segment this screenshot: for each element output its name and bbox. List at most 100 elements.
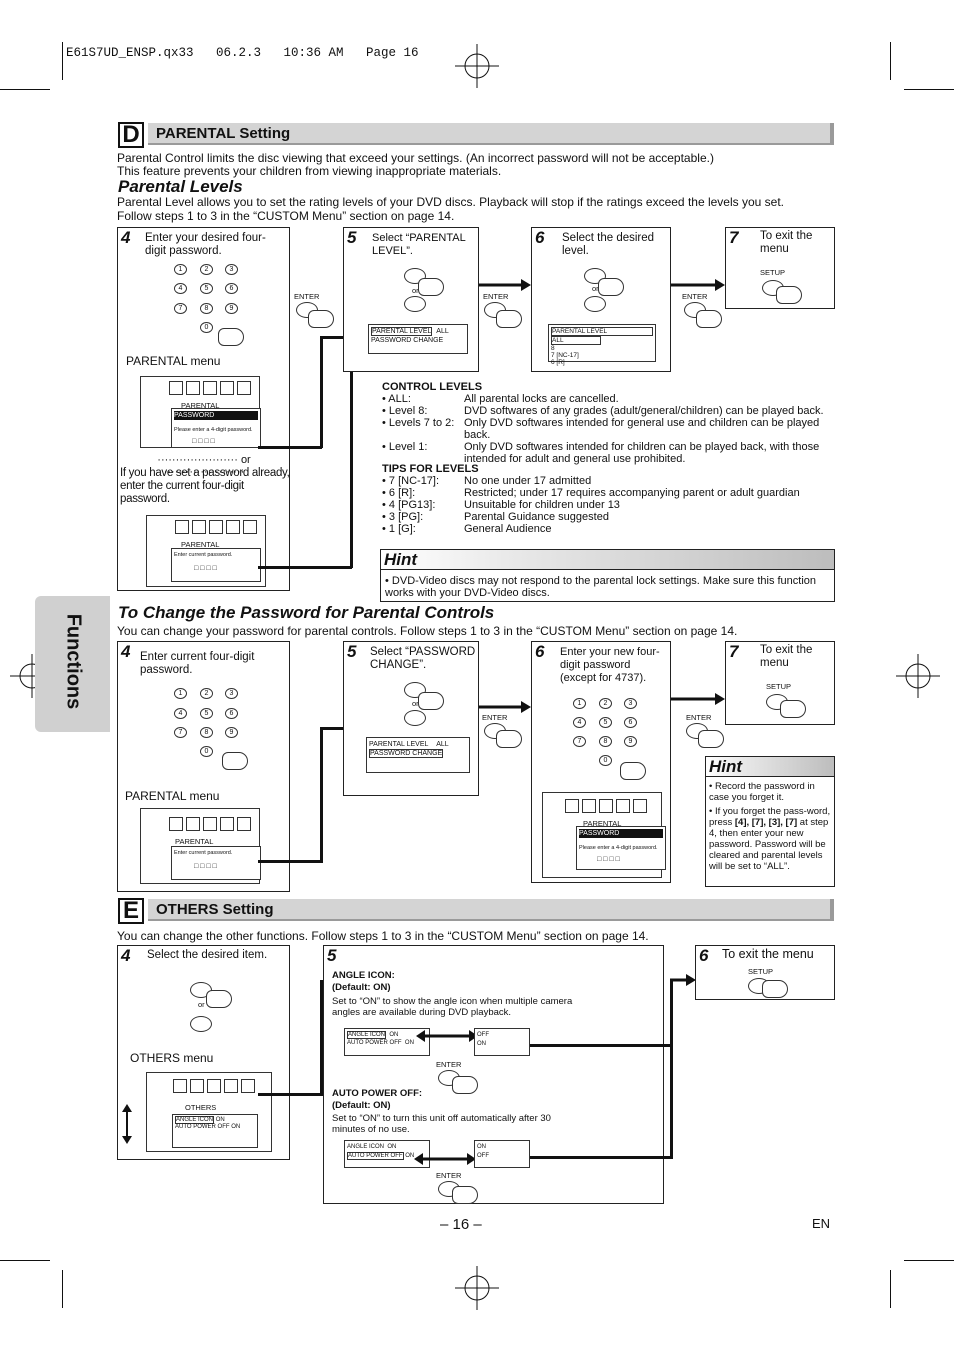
subheading-change-password: To Change the Password for Parental Cont… (118, 603, 495, 622)
key-2[interactable]: 2 (599, 698, 612, 709)
hand-icon (598, 278, 624, 296)
or-label: or (412, 699, 419, 708)
key-0[interactable]: 0 (200, 322, 213, 333)
connector-line (320, 727, 346, 730)
key-6[interactable]: 6 (225, 283, 238, 294)
menu-icon (186, 817, 200, 831)
subheading-parental-levels: Parental Levels (118, 177, 243, 196)
key-1[interactable]: 1 (573, 698, 586, 709)
osd-password: PASSWORD Please enter a 4-digit password… (576, 826, 666, 870)
key-7[interactable]: 7 (174, 727, 187, 738)
key-2[interactable]: 2 (200, 688, 213, 699)
connector-line (320, 727, 323, 863)
menu-icon (192, 520, 206, 534)
up-button[interactable] (584, 268, 606, 284)
control-level-key: • Level 1: (382, 441, 428, 453)
hand-icon (452, 1186, 478, 1204)
key-7[interactable]: 7 (174, 303, 187, 314)
menu-icon (226, 520, 240, 534)
key-3[interactable]: 3 (624, 698, 637, 709)
step-box: 7 To exit the menu SETUP (725, 227, 835, 309)
crop-mark (62, 42, 63, 80)
key-8[interactable]: 8 (599, 736, 612, 747)
language-code: EN (812, 1216, 831, 1231)
osd-parental: PARENTAL (175, 837, 214, 846)
key-3[interactable]: 3 (225, 264, 238, 275)
key-5[interactable]: 5 (200, 283, 213, 294)
menu-icon (241, 1079, 255, 1093)
key-1[interactable]: 1 (174, 264, 187, 275)
key-9[interactable]: 9 (225, 303, 238, 314)
down-button[interactable] (584, 296, 606, 312)
hint-bullet-text: at step 4, then enter your new password.… (709, 817, 829, 872)
tip-key: • 4 [PG13]: (382, 499, 436, 511)
step-number: 5 (347, 228, 357, 247)
key-7[interactable]: 7 (573, 736, 586, 747)
hand-icon (496, 730, 522, 748)
up-button[interactable] (404, 682, 426, 698)
key-6[interactable]: 6 (225, 708, 238, 719)
step-box: 5 ANGLE ICON: (Default: ON) Set to “ON” … (323, 945, 664, 1204)
key-0[interactable]: 0 (200, 746, 213, 757)
down-button[interactable] (190, 1016, 212, 1032)
menu-label: PARENTAL menu (126, 354, 221, 368)
crop-mark (890, 42, 891, 80)
key-0[interactable]: 0 (599, 755, 612, 766)
key-4[interactable]: 4 (174, 283, 187, 294)
or-divider: ······················ or ··············… (157, 454, 251, 478)
osd-please: Please enter a 4-digit password. (579, 845, 658, 851)
step-number: 6 (535, 642, 545, 661)
step-box: 7 To exit the menu SETUP (725, 641, 835, 725)
control-level-key: • ALL: (382, 393, 411, 405)
hand-icon (780, 700, 806, 718)
osd-on: ON (387, 1144, 397, 1150)
step-caption: Select “PARENTAL LEVEL”. (372, 232, 466, 257)
osd-dots: □ □ □ □ (194, 565, 217, 572)
section-letter-e: E (118, 898, 144, 924)
paragraph: You can change the other functions. Foll… (117, 929, 649, 943)
down-button[interactable] (404, 296, 426, 312)
osd-level-list: PARENTAL LEVEL ALL 8 7 [NC-17] 6 [R] (548, 324, 656, 366)
tip-value: Parental Guidance suggested (464, 511, 609, 523)
osd-parental: PARENTAL (181, 401, 220, 410)
hand-icon (696, 310, 722, 328)
osd-please: Please enter a 4-digit password. (174, 427, 253, 433)
key-9[interactable]: 9 (624, 736, 637, 747)
key-8[interactable]: 8 (200, 303, 213, 314)
osd-off: OFF (477, 1153, 489, 1159)
file-header: E61S7UD_ENSP.qx33 06.2.3 10:36 AM Page 1… (66, 46, 419, 60)
enter-label: ENTER (682, 292, 708, 301)
menu-icon (633, 799, 647, 813)
osd-all: ALL (436, 328, 449, 335)
up-button[interactable] (404, 268, 426, 284)
enter-label: ENTER (483, 292, 509, 301)
control-levels-title: CONTROL LEVELS (382, 381, 483, 393)
key-1[interactable]: 1 (174, 688, 187, 699)
osd-on: ON (389, 1032, 399, 1038)
osd-password-title: PASSWORD (579, 829, 663, 838)
registration-mark-icon (896, 654, 940, 698)
osd-all: ALL (436, 741, 449, 748)
osd-on: ON (231, 1124, 241, 1130)
or-label: or (592, 284, 599, 293)
key-3[interactable]: 3 (225, 688, 238, 699)
hint-box: Hint • DVD-Video discs may not respond t… (380, 549, 835, 602)
key-8[interactable]: 8 (200, 727, 213, 738)
osd-level-item: 8 (551, 345, 555, 352)
step-box: 5 Select “PASSWORD CHANGE”. or PARENTAL … (343, 641, 479, 796)
menu-icon (190, 1079, 204, 1093)
key-4[interactable]: 4 (174, 708, 187, 719)
osd-auto-power-off: AUTO POWER OFF (175, 1124, 230, 1130)
key-5[interactable]: 5 (200, 708, 213, 719)
down-button[interactable] (404, 710, 426, 726)
step-caption: Enter current four-digit password. (140, 651, 255, 676)
key-4[interactable]: 4 (573, 717, 586, 728)
key-6[interactable]: 6 (624, 717, 637, 728)
key-5[interactable]: 5 (599, 717, 612, 728)
menu-icon (220, 817, 234, 831)
key-9[interactable]: 9 (225, 727, 238, 738)
registration-mark-icon (455, 1266, 499, 1310)
menu-label: OTHERS menu (130, 1051, 214, 1065)
key-2[interactable]: 2 (200, 264, 213, 275)
setup-label: SETUP (760, 268, 786, 277)
